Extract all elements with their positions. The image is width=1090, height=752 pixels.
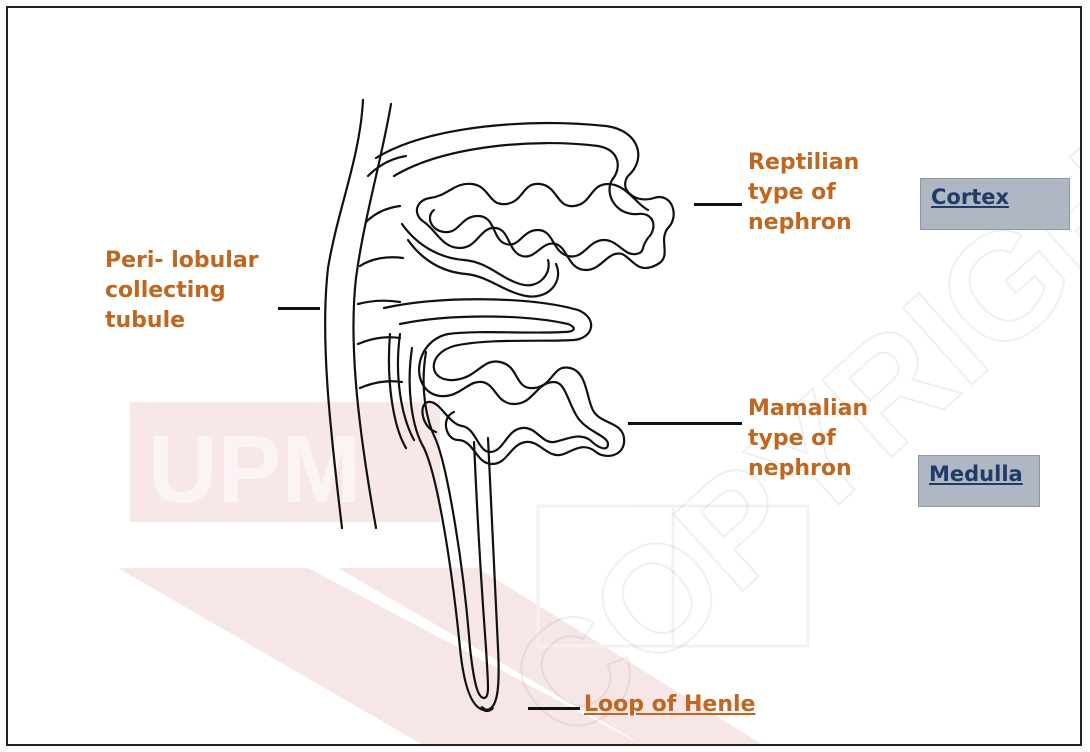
- watermark-layer: UPM COPYRIGHT UPM: [8, 8, 1082, 746]
- nephron-drawing: [8, 8, 1082, 746]
- cortex-region-box: Cortex: [920, 178, 1070, 230]
- mammalian-label-line: type of: [748, 424, 868, 454]
- collecting-label-line: Peri- lobular: [105, 246, 259, 276]
- mammalian-pointer-line: [628, 422, 742, 425]
- mammalian-label-line: Mamalian: [748, 394, 868, 424]
- collecting-label-line: collecting: [105, 276, 259, 306]
- reptilian-nephron-label: Reptilian type of nephron: [748, 148, 859, 238]
- mammalian-nephron-label: Mamalian type of nephron: [748, 394, 868, 484]
- watermark-logo-text: UPM: [148, 416, 361, 523]
- collecting-tubule-label: Peri- lobular collecting tubule: [105, 246, 259, 336]
- reptilian-label-line: Reptilian: [748, 148, 859, 178]
- loop-of-henle-label: Loop of Henle: [584, 690, 755, 720]
- reptilian-pointer-line: [694, 203, 742, 206]
- cortex-label: Cortex: [931, 185, 1009, 209]
- reptilian-label-line: nephron: [748, 208, 859, 238]
- watermark-copyright-text: COPYRIGHT UPM: [477, 8, 1082, 746]
- loop-of-henle-outer: [410, 348, 499, 710]
- mammalian-nephron-tubule-inner: [400, 317, 608, 453]
- feeder-branch: [368, 156, 406, 176]
- reptilian-label-line: type of: [748, 178, 859, 208]
- collecting-pointer-line: [278, 307, 320, 310]
- diagram-frame: UPM COPYRIGHT UPM: [6, 6, 1082, 746]
- collecting-label-line: tubule: [105, 306, 259, 336]
- medulla-tubule-return: [389, 334, 406, 448]
- reptilian-nephron-tubule: [376, 123, 674, 270]
- collecting-tubule-inner-wall: [353, 104, 391, 528]
- loop-of-henle-inner: [424, 352, 488, 698]
- reptilian-nephron-tubule-inner: [394, 143, 653, 256]
- medulla-label: Medulla: [929, 462, 1023, 486]
- medulla-region-box: Medulla: [918, 455, 1040, 507]
- watermark-book-icon: [538, 506, 808, 646]
- collecting-tubule-outer-wall: [325, 100, 363, 528]
- reptilian-nephron-lower-loop: [402, 224, 549, 285]
- watermark-stripe: [118, 568, 648, 746]
- mammalian-nephron-tubule: [384, 299, 624, 464]
- loop-pointer-line: [528, 707, 580, 710]
- watermark-banner: [130, 402, 440, 522]
- mammalian-label-line: nephron: [748, 454, 868, 484]
